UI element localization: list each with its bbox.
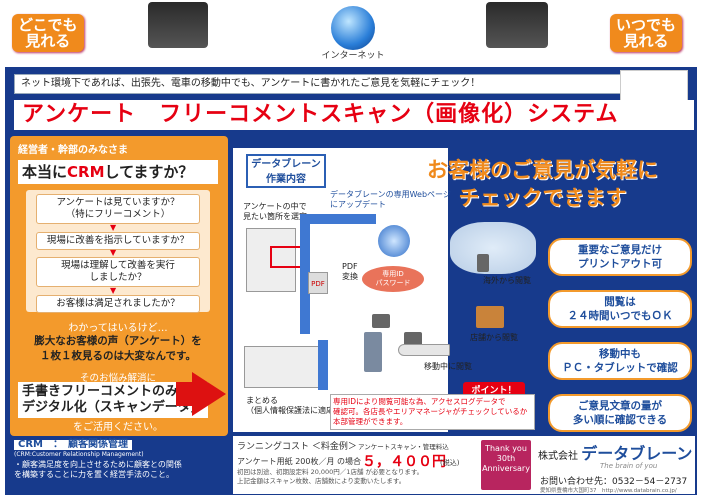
left-heading: 経営者・幹部のみなさま <box>18 145 128 156</box>
flow-step-3: 現場は理解して改善を実行 しましたか？ <box>36 257 200 287</box>
overseas-label: 海外から閲覧 <box>483 276 531 285</box>
running-cost-label: ランニングコスト ＜料金例＞ <box>237 442 357 452</box>
solution-lead: そのお悩み解消に <box>79 373 156 384</box>
question-pre: 本当に <box>22 163 68 181</box>
contact-tel: お問い合わせ先：0532－54－2737 <box>540 477 688 487</box>
flow-bar-horizontal <box>300 214 376 224</box>
password-badge: 専用ID パスワード <box>362 266 424 292</box>
price: ５，４００円 <box>362 454 446 470</box>
pdf-label: PDF 変換 <box>342 262 358 281</box>
pricing-note: 初回は別途、初期設定料 20,000円／1店舗 が必要となります。 上記金額はス… <box>237 468 424 485</box>
feature-24h: 閲覧は ２４時間いつでもＯＫ <box>548 290 692 328</box>
world-map-icon <box>450 222 536 274</box>
feature-mobile: 移動中も ＰＣ・タブレットで確認 <box>548 342 692 380</box>
crm-description: ・顧客満足度を向上させるために顧客との関係 を構築することに力を置く経営手法のこ… <box>14 460 182 479</box>
moving-label: 移動中に閲覧 <box>424 362 472 371</box>
laptop-icon <box>404 332 422 346</box>
hq-label: 本部から閲覧 <box>358 378 406 387</box>
crm-subtitle: (CRM:Customer Relationship Management) <box>14 451 144 458</box>
anniversary-logo: Thank you 30th Anniversary <box>481 440 531 490</box>
globe-icon <box>331 6 375 50</box>
sticker-anywhere: どこでも 見れる <box>12 14 84 52</box>
company-brand: データブレーン <box>581 444 693 463</box>
flow-step-1: アンケートは見ていますか？ （特にフリーコメント） <box>36 194 200 224</box>
tax-label: (税込) <box>440 459 460 467</box>
flow-step-2: 現場に改善を指示していますか？ <box>36 232 200 250</box>
train-icon <box>398 344 450 356</box>
bottom-bar <box>233 436 695 494</box>
summary-sheet-image <box>244 346 324 388</box>
arrow-down-icon: ▼ <box>110 223 117 232</box>
feature-print: 重要なご意見だけ プリントアウト可 <box>548 238 692 276</box>
photo-tablet-right <box>486 2 548 48</box>
left-question: 本当にCRMしてますか？ <box>18 160 218 184</box>
know-text: わかってはいるけど… <box>68 323 168 334</box>
store-icon <box>476 306 504 328</box>
question-post: してますか？ <box>104 163 194 181</box>
company-prefix: 株式会社 <box>538 451 578 462</box>
pdf-icon: PDF <box>308 272 328 294</box>
flow-step-4: お客様は満足されましたか？ <box>36 295 200 313</box>
crm-title: CRM ： 顧客関係管理 <box>18 439 128 450</box>
step-select: アンケートの中で 見たい箇所を選定 <box>243 202 307 221</box>
headline: お客様のご意見が気軽に チェックできます <box>427 158 658 210</box>
pc-icon <box>372 314 390 328</box>
use-text: をご活用ください。 <box>73 422 163 433</box>
problem-text: 膨大なお客様の声（アンケート）を １枚１枚見るのは大変なんです。 <box>34 335 202 362</box>
building-icon <box>364 332 382 372</box>
arrow-down-icon: ▼ <box>110 248 117 257</box>
step-summary: まとめる （個人情報保護法に適応） <box>246 396 342 415</box>
step-upload: データブレーンの専用Webページ にアップデート <box>330 190 451 209</box>
store-label: 店舗から閲覧 <box>470 333 518 342</box>
crm-definition: CRM ： 顧客関係管理 (CRM:Customer Relationship … <box>14 440 228 488</box>
internet-label: インターネット <box>321 51 385 61</box>
red-arrow-icon <box>192 372 226 416</box>
question-crm: CRM <box>67 163 105 181</box>
example-label: アンケート用紙 200枚／月 の場合 <box>237 457 362 466</box>
product-label: アンケートスキャン・管理料込 <box>358 443 449 451</box>
work-content-tag: データブレーン 作業内容 <box>246 154 326 188</box>
sticker-anytime: いつでも 見れる <box>610 14 683 52</box>
photo-tablet-left <box>148 2 208 48</box>
phone-icon <box>477 254 489 272</box>
tagline: The brain of you <box>600 462 658 470</box>
page-title: アンケート フリーコメントスキャン（画像化）システム <box>14 100 694 130</box>
access-log-note: 専用IDにより閲覧可能な為、アクセスログデータで 確認可。各店長やエリアマネージ… <box>330 394 535 430</box>
feature-sort: ご意見文章の量が 多い順に確認できる <box>548 394 692 432</box>
red-arrow-tail <box>176 382 194 406</box>
databrain-cloud-icon <box>378 225 410 257</box>
intro-text: ネット環境下であれば、出張先、電車の移動中でも、アンケートに書かれたご意見を気軽… <box>14 74 624 94</box>
flow-bar-lower <box>318 340 328 390</box>
company-address: 愛知県豊橋市大国町37 http://www.databrain.co.jp/ <box>540 488 677 494</box>
flow-bar-vertical <box>300 214 310 334</box>
company-name: 株式会社 データブレーン <box>538 440 692 464</box>
arrow-down-icon: ▼ <box>110 286 117 295</box>
